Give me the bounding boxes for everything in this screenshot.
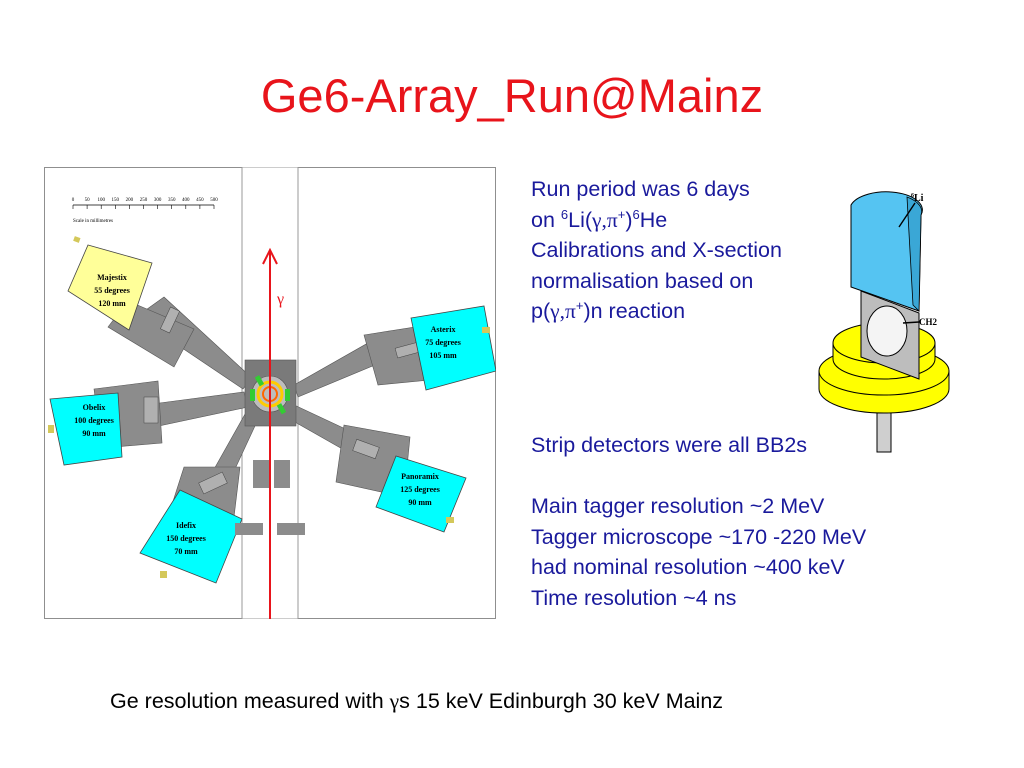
label-obelix: Obelix 100 degrees 90 mm <box>74 403 114 438</box>
svg-text:150 degrees: 150 degrees <box>166 534 206 543</box>
photon-beam-arrow <box>262 247 278 619</box>
downstream-bar-left <box>235 523 263 535</box>
strip-detector-note: Strip detectors were all BB2s <box>531 433 808 457</box>
svg-text:Asterix: Asterix <box>431 325 456 334</box>
target-holder-drawing: 6Li CH2 <box>818 191 950 453</box>
slide-title: Ge6-Array_Run@Mainz <box>260 69 764 122</box>
scale-tick-label: 150 <box>112 198 120 203</box>
scale-label: Scale in millimetres <box>73 219 113 224</box>
label-panoramix: Panoramix 125 degrees 90 mm <box>400 472 440 507</box>
arm-majestix <box>67 236 253 390</box>
note-main-tagger: Main tagger resolution ~2 MeV <box>531 494 825 518</box>
ge-resolution-caption: Ge resolution measured with γs 15 keV Ed… <box>110 689 724 713</box>
detector-panoramix <box>375 455 467 533</box>
svg-text:105 mm: 105 mm <box>429 351 457 360</box>
detector-asterix <box>410 305 496 391</box>
svg-text:120 mm: 120 mm <box>98 299 126 308</box>
svg-text:125 degrees: 125 degrees <box>400 485 440 494</box>
scale-tick-label: 400 <box>182 198 190 203</box>
scale-tick-label: 300 <box>154 198 162 203</box>
scale-tick-label: 200 <box>126 198 134 203</box>
svg-text:Idefix: Idefix <box>176 521 196 530</box>
scale-tick-label: 50 <box>85 198 91 203</box>
detector-arms <box>48 236 496 584</box>
arm-obelix <box>48 380 249 466</box>
label-majestix: Majestix 55 degrees 120 mm <box>94 273 130 308</box>
svg-text:Obelix: Obelix <box>83 403 106 412</box>
note-reaction: on 6Li(γ,π+)6He <box>531 206 668 232</box>
note-time-resolution: Time resolution ~4 ns <box>531 585 737 610</box>
note-nominal-resolution: had nominal resolution ~400 keV <box>531 555 845 579</box>
note-run-period: Run period was 6 days <box>531 177 750 201</box>
scale-tick-label: 500 <box>210 198 218 203</box>
scale-tick-label: 0 <box>72 198 75 203</box>
svg-text:70 mm: 70 mm <box>174 547 198 556</box>
detector-majestix <box>67 244 153 331</box>
detector-idefix <box>139 489 243 584</box>
note-calibrations: Calibrations and X-section <box>531 238 782 262</box>
li-paddle <box>850 191 923 312</box>
resolution-notes: Main tagger resolution ~2 MeV Tagger mic… <box>531 491 866 613</box>
detector-obelix <box>49 392 123 466</box>
downstream-block-right <box>274 460 290 488</box>
scale-tick-label: 250 <box>140 198 148 203</box>
run-notes: Run period was 6 days on 6Li(γ,π+)6He Ca… <box>531 174 782 327</box>
scale-tick-label: 100 <box>97 198 105 203</box>
target-frame <box>860 290 920 380</box>
label-asterix: Asterix 75 degrees 105 mm <box>425 325 461 360</box>
li-label: 6Li <box>911 193 924 204</box>
downstream-bar-right <box>277 523 305 535</box>
scale-tick-label: 450 <box>196 198 204 203</box>
scale-tick-label: 350 <box>168 198 176 203</box>
label-idefix: Idefix 150 degrees 70 mm <box>166 521 206 556</box>
svg-text:Panoramix: Panoramix <box>401 472 439 481</box>
note-tagger-microscope: Tagger microscope ~170 -220 MeV <box>531 524 867 549</box>
svg-text:100 degrees: 100 degrees <box>74 416 114 425</box>
downstream-block-left <box>253 460 269 488</box>
beam-gamma-label: γ <box>276 291 284 308</box>
svg-text:55 degrees: 55 degrees <box>94 286 130 295</box>
scale-bar: 0 50 100 150 200 250 300 350 400 450 500 Scale in … <box>72 198 219 224</box>
arm-panoramix <box>285 402 467 533</box>
array-layout-figure: 0 50 100 150 200 250 300 350 400 450 500 Scale in … <box>44 167 496 619</box>
arm-asterix <box>293 305 496 398</box>
svg-text:90 mm: 90 mm <box>408 498 432 507</box>
svg-text:90 mm: 90 mm <box>82 429 106 438</box>
svg-text:Majestix: Majestix <box>97 273 127 282</box>
note-p-reaction: p(γ,π+)n reaction <box>531 297 686 323</box>
note-normalisation: normalisation based on <box>531 268 754 293</box>
ch2-label: CH2 <box>919 317 938 327</box>
arm-idefix <box>139 406 262 584</box>
svg-text:75 degrees: 75 degrees <box>425 338 461 347</box>
